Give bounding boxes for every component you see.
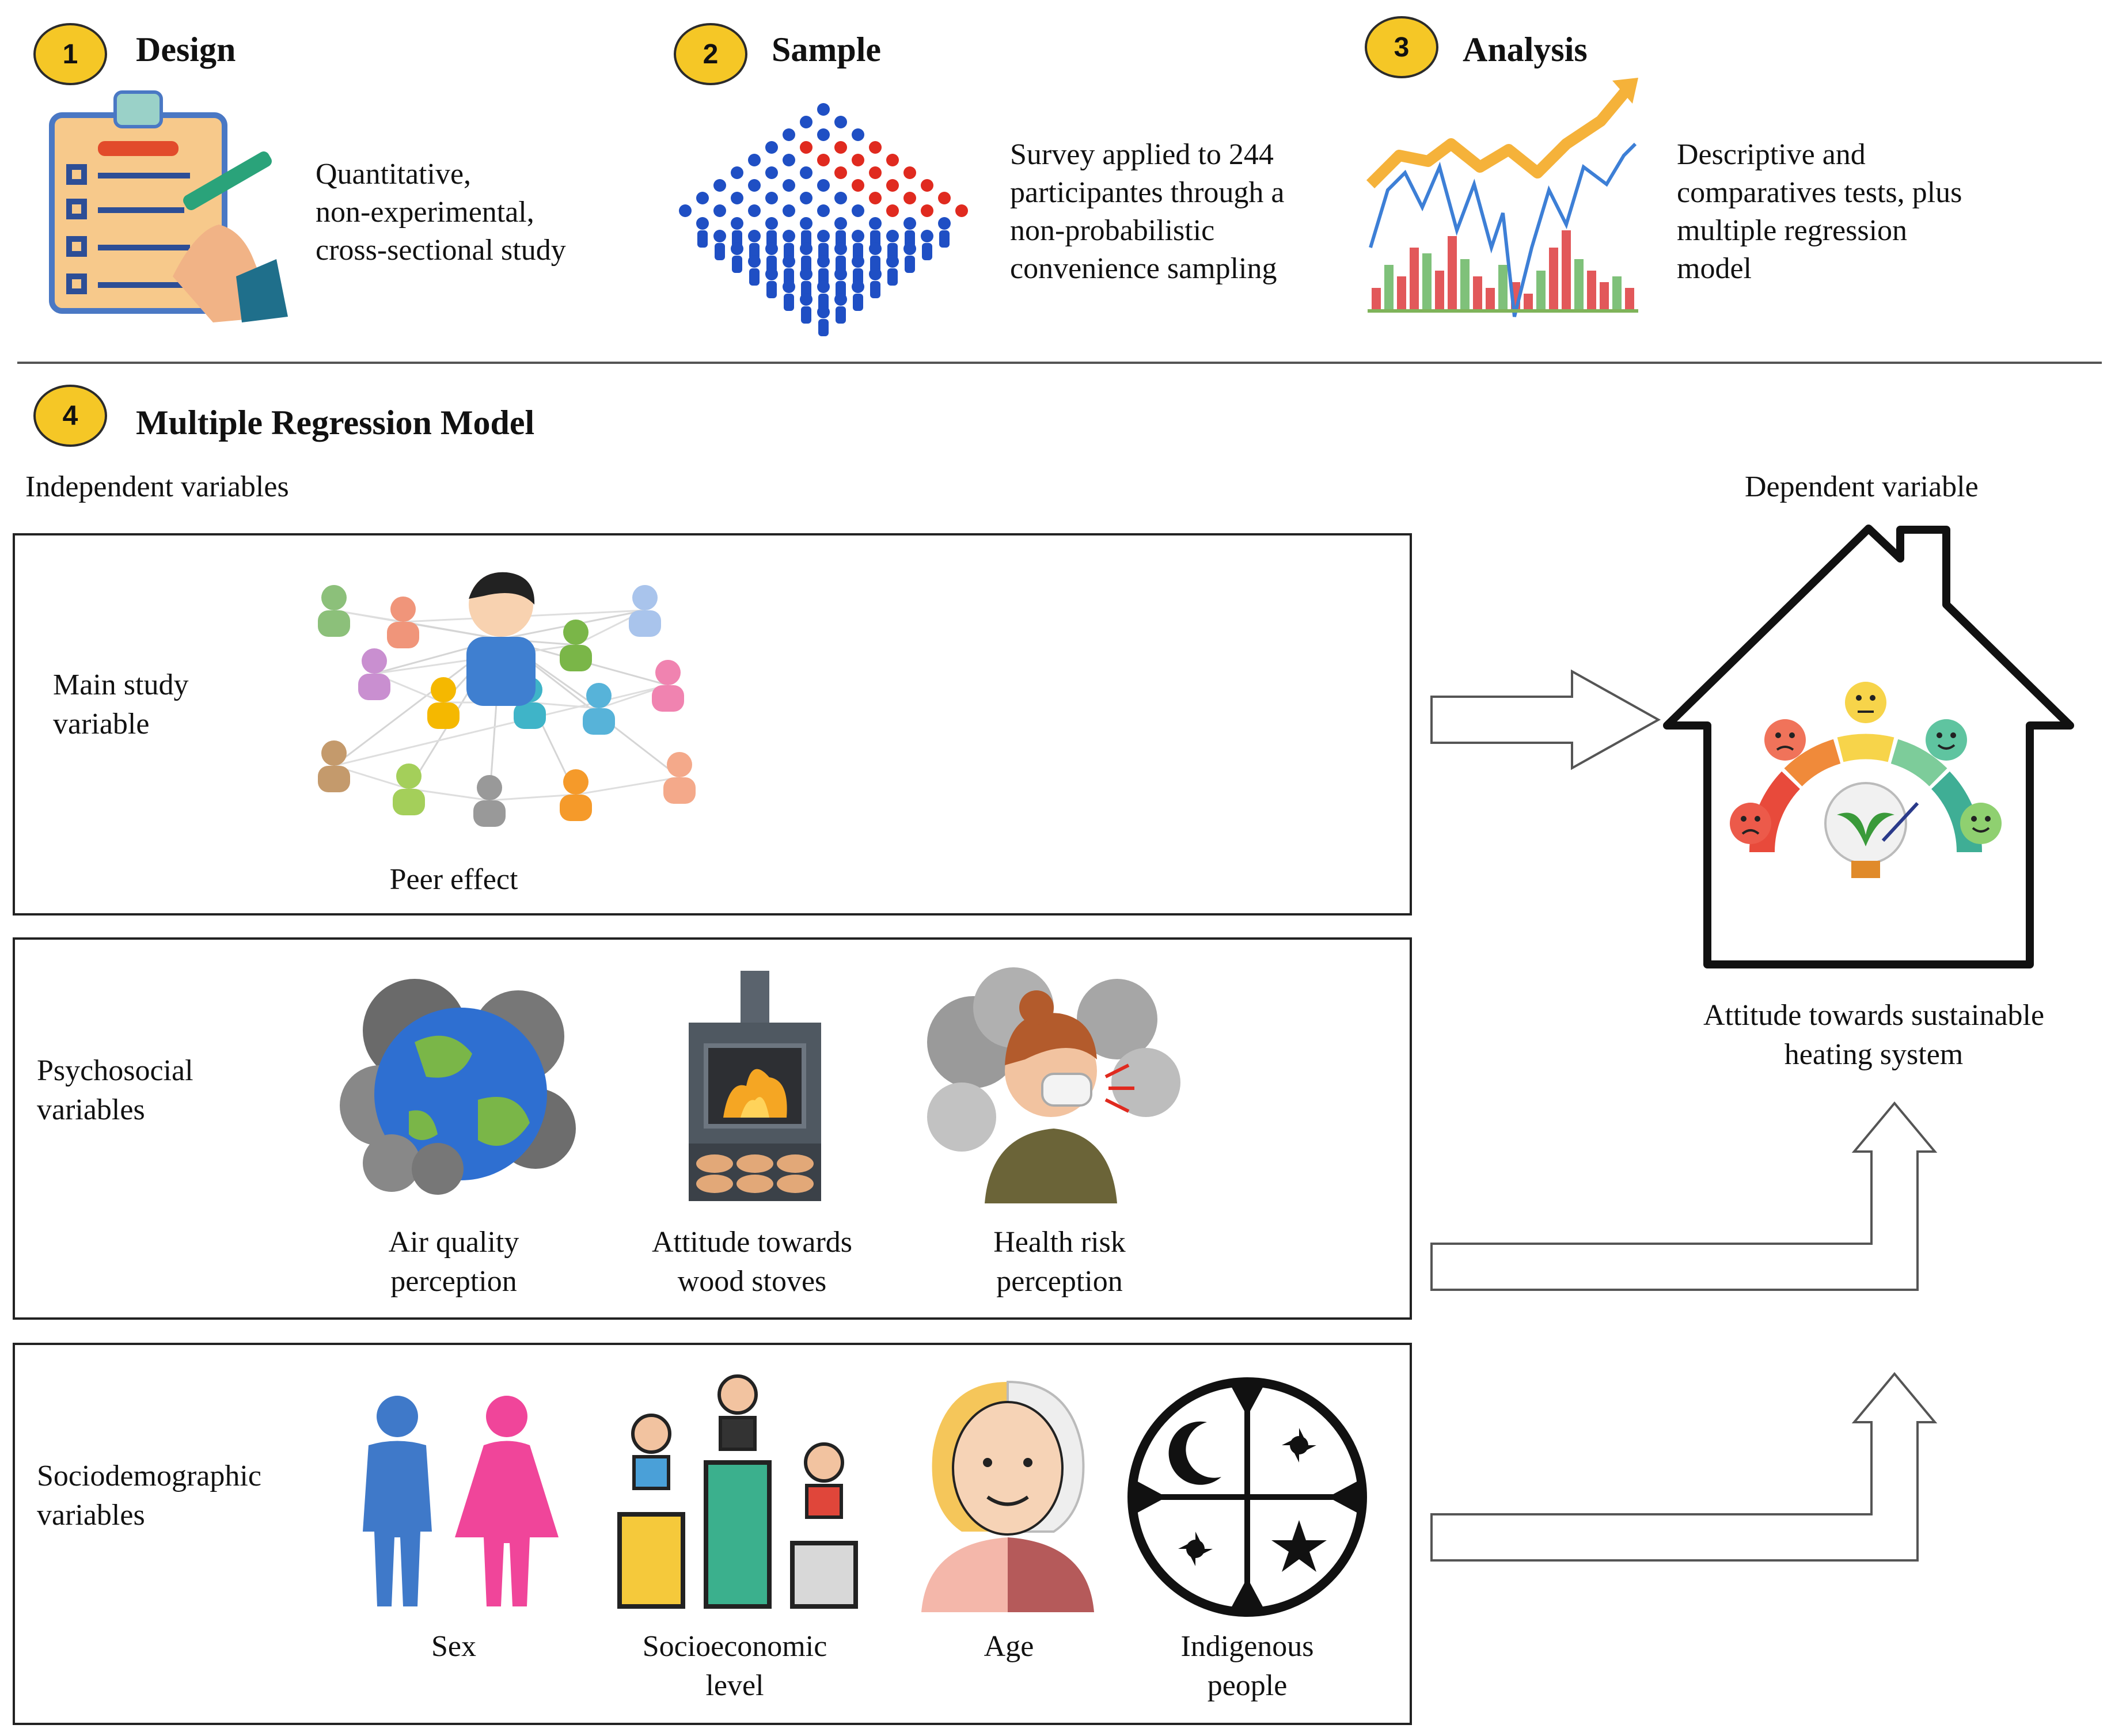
step-4-badge: 4 — [33, 385, 107, 447]
step-2-badge: 2 — [674, 23, 747, 85]
socioeconomic-podium-icon — [617, 1374, 858, 1609]
man-woman-icon — [363, 1396, 559, 1606]
step-1-title: Design — [136, 31, 236, 69]
step-1-description: Quantitative,non-experimental,cross-sect… — [316, 158, 566, 267]
clipboard-checklist-icon — [49, 90, 288, 322]
peer-network-icon — [318, 572, 696, 827]
indigenous-symbol-icon — [1127, 1377, 1367, 1617]
age-caption: Age — [984, 1630, 1034, 1663]
section-divider — [17, 362, 2102, 364]
arrow-psychosocial-to-dependent-icon — [1430, 1101, 1938, 1291]
arrow-sociodemographic-to-dependent-icon — [1430, 1372, 1938, 1562]
step-2-title: Sample — [772, 31, 882, 69]
step-1-badge: 1 — [33, 23, 107, 85]
model-title: Multiple Regression Model — [136, 404, 535, 442]
peer-effect-caption: Peer effect — [389, 863, 518, 896]
polluted-earth-icon — [340, 979, 576, 1195]
independent-variables-label: Independent variables — [25, 470, 289, 503]
young-old-face-icon — [921, 1380, 1094, 1612]
coughing-woman-icon — [927, 967, 1180, 1203]
main-study-box — [13, 533, 1412, 916]
wood-stove-icon — [689, 971, 821, 1201]
crowd-people-icon — [679, 103, 968, 336]
step-3-title: Analysis — [1463, 31, 1588, 69]
step-3-badge: 3 — [1365, 16, 1438, 78]
arrow-main-to-dependent-icon — [1430, 669, 1661, 770]
attitude-gauge-icon — [1730, 682, 2002, 878]
dependent-variable-label: Dependent variable — [1745, 470, 1979, 503]
sex-caption: Sex — [431, 1630, 476, 1663]
stock-chart-icon — [1366, 78, 1638, 317]
